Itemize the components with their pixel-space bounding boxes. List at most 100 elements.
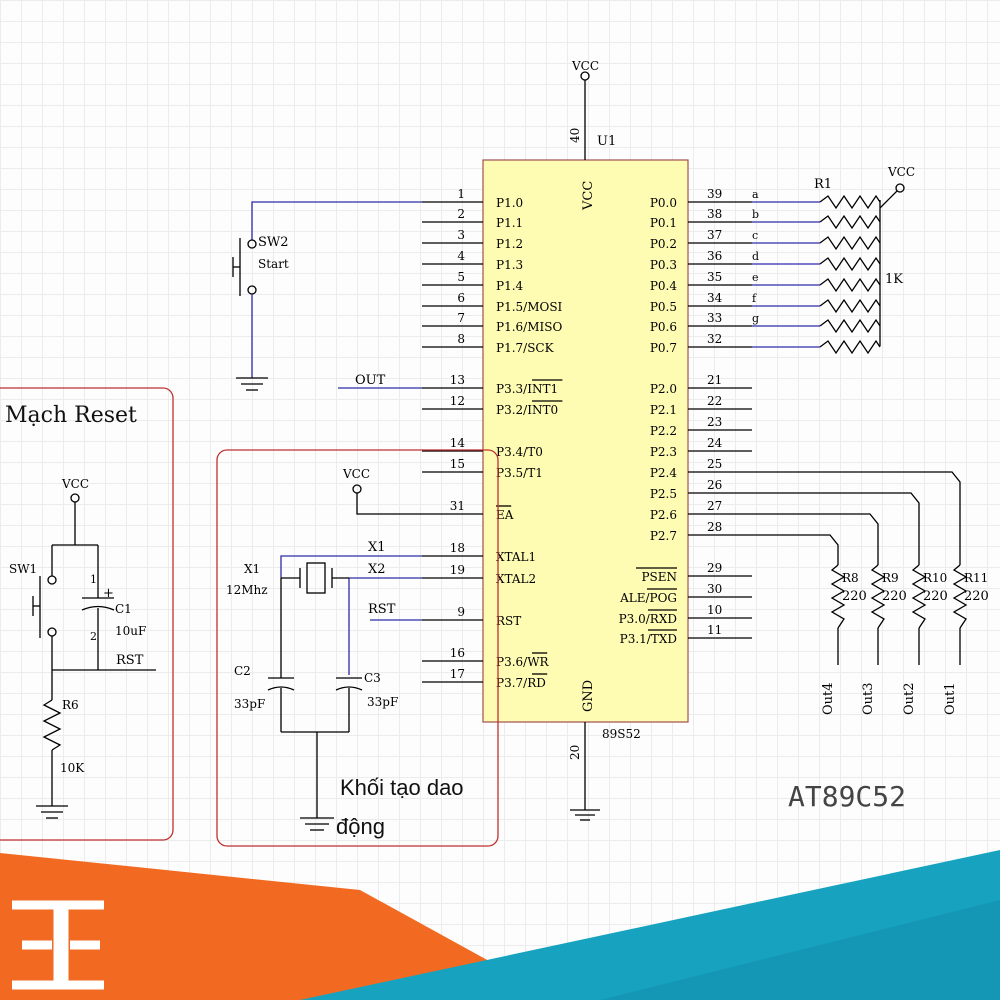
out-resistor-value: 220	[964, 589, 989, 604]
mcu-u1: VCC 40 U1 VCC 20 GND 89S52 1P1.02P1.13P1…	[422, 59, 752, 821]
pin-name-right: P0.1	[650, 216, 677, 230]
pin-name-right: P2.0	[650, 382, 677, 396]
pin-name-left: P1.5/MOSI	[496, 300, 563, 314]
pin-name-left: P1.6/MISO	[496, 320, 562, 334]
pin-number-left: 4	[457, 249, 465, 263]
r6-value: 10K	[60, 761, 85, 775]
reset-rst-net-label: RST	[116, 653, 144, 668]
pin-name-left: P1.1	[496, 216, 523, 230]
crystal-designator: X1	[244, 562, 260, 576]
pin-number-right: 35	[707, 270, 722, 284]
out-net-label: Out4	[821, 682, 836, 715]
r1-designator: R1	[814, 177, 832, 192]
pin-name-right: P3.0/RXD	[619, 612, 677, 626]
pin-number-left: 14	[450, 436, 466, 450]
pin-name-right: P2.4	[650, 466, 678, 480]
sw2-designator: SW2	[258, 235, 289, 250]
mcu-right-pins: 39P0.038P0.137P0.236P0.335P0.434P0.533P0…	[619, 187, 752, 646]
pin-number-left: 15	[450, 457, 465, 471]
pin-number-right: 27	[707, 499, 722, 513]
sw1-designator: SW1	[9, 562, 37, 576]
pin-number-right: 37	[707, 228, 722, 242]
segment-net-label: a	[752, 188, 759, 201]
segment-net-label: f	[752, 292, 757, 305]
pin-number-left: 31	[450, 499, 465, 513]
pin-name-right: P0.4	[650, 279, 678, 293]
out-resistor-designator: R8	[842, 571, 859, 585]
pin-number-right: 29	[707, 561, 722, 575]
mcu-vcc-pin-name: VCC	[581, 181, 596, 211]
pin-name-left: P3.7/RD	[496, 676, 546, 690]
pin-number-right: 21	[707, 373, 722, 387]
pin-name-right: P2.5	[650, 487, 677, 501]
out-net-label: Out3	[861, 682, 876, 715]
pin-name-right: P0.6	[650, 320, 677, 334]
pin-number-left: 1	[457, 187, 465, 201]
pin-number-left: 16	[450, 646, 465, 660]
pin-name-left: P3.6/WR	[496, 655, 550, 669]
c3-value: 33pF	[367, 695, 398, 709]
mcu-part-number: 89S52	[602, 727, 641, 741]
c3-designator: C3	[364, 671, 381, 685]
pin-number-left: 3	[457, 228, 465, 242]
ea-vcc-tie: VCC	[342, 467, 422, 515]
pin-number-right: 38	[707, 207, 722, 221]
pin-number-right: 25	[707, 457, 722, 471]
c1-plus-marker: +	[103, 586, 114, 601]
pin-name-right: P2.2	[650, 424, 677, 438]
oscillator-title-line1: Khối tạo dao	[340, 775, 464, 800]
pin-number-left: 7	[457, 311, 465, 325]
pin-number-right: 36	[707, 249, 722, 263]
out-net-label: Out2	[902, 682, 917, 715]
mcu-body	[482, 159, 689, 723]
out-net-label: OUT	[355, 373, 386, 388]
pin-number-right: 10	[707, 603, 722, 617]
out-resistor-designator: R10	[923, 571, 947, 585]
pin-number-right: 28	[707, 520, 722, 534]
c2-value: 33pF	[234, 697, 265, 711]
out-resistor-value: 220	[882, 589, 907, 604]
pin-name-left: EA	[496, 508, 514, 522]
pin-number-right: 24	[707, 436, 723, 450]
pin-number-right: 30	[707, 582, 722, 596]
pin-name-left: XTAL1	[496, 550, 536, 564]
reset-frame	[0, 387, 174, 841]
pin-name-left: P3.5/T1	[496, 466, 543, 480]
r1-value: 1K	[885, 272, 903, 287]
pin-number-right: 32	[707, 332, 722, 346]
pin-number-left: 2	[457, 207, 465, 221]
pin-number-left: 17	[450, 667, 465, 681]
segment-net-label: c	[752, 229, 758, 242]
c1-pin2: 2	[90, 630, 97, 643]
pin-name-right: P0.3	[650, 258, 677, 272]
pin-name-left: XTAL2	[496, 572, 536, 586]
net-x1-label: X1	[368, 540, 386, 555]
pin-name-right: P0.7	[650, 341, 677, 355]
out-resistor-value: 220	[842, 589, 867, 604]
pin-name-right: P2.6	[650, 508, 677, 522]
pin-name-right: P2.7	[650, 529, 677, 543]
out-resistor-designator: R9	[882, 571, 899, 585]
c1-value: 10uF	[115, 624, 146, 638]
reset-block: Mạch Reset VCC SW1 + 1 2 C1 10uF RST R6 …	[0, 387, 174, 841]
r1-vcc-label: VCC	[887, 165, 915, 179]
crystal-value: 12Mhz	[226, 583, 268, 597]
pin-name-right: P2.3	[650, 445, 677, 459]
pin-number-right: 39	[707, 187, 722, 201]
oscillator-frame	[216, 449, 499, 847]
reset-title: Mạch Reset	[5, 403, 137, 428]
mcu-designator: U1	[597, 134, 616, 149]
brand-banner	[0, 850, 1000, 1000]
out-resistor-designator: R11	[964, 571, 988, 585]
pin-number-right: 23	[707, 415, 722, 429]
out-resistor-value: 220	[923, 589, 948, 604]
r6-designator: R6	[62, 698, 79, 712]
pin-name-left: P1.2	[496, 237, 523, 251]
pin-name-right: P2.1	[650, 403, 677, 417]
segment-net-label: b	[752, 208, 759, 221]
